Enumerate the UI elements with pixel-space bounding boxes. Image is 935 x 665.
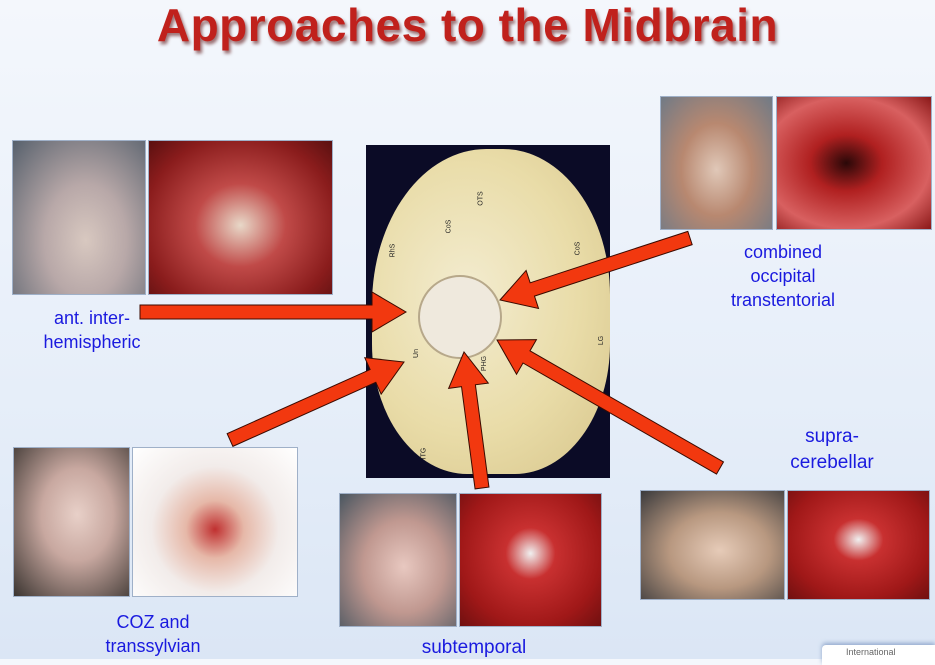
caption-subtemporal: subtemporal (421, 637, 527, 658)
caption-supracerebellar: supra- cerebellar (790, 426, 874, 473)
coz-illustration (132, 447, 298, 597)
caption-ant-interhemispheric: ant. inter- hemispheric (43, 308, 141, 352)
brain-specimen-image: OTS CoS RhS CoS Un PHG LG ITG (366, 145, 610, 478)
ant-interhemispheric-surgical-photo (148, 140, 333, 295)
arrow-supracerebellar (496, 339, 725, 475)
ant-interhemispheric-head-photo (12, 140, 146, 295)
subtemporal-surgical-photo (459, 493, 602, 627)
arrow-ant-interhemispheric (139, 291, 407, 333)
arrow-subtemporal (447, 351, 490, 490)
occipital-head-photo (660, 96, 773, 230)
supracerebellar-head-photo (640, 490, 785, 600)
subtemporal-head-photo (339, 493, 457, 627)
logo: International (822, 645, 935, 665)
caption-coz-transsylvian: COZ and transsylvian (105, 612, 201, 656)
slide-title: Approaches to the Midbrain (156, 0, 779, 51)
midbrain-cross-section (418, 275, 502, 359)
occipital-surgical-photo (776, 96, 932, 230)
arrow-combined-occipital (499, 230, 693, 310)
caption-combined-occipital-transtentorial: combined occipital transtentorial (730, 242, 836, 310)
arrow-coz-transsylvian (226, 357, 405, 448)
coz-head-photo (13, 447, 130, 597)
supracerebellar-surgical-photo (787, 490, 930, 600)
